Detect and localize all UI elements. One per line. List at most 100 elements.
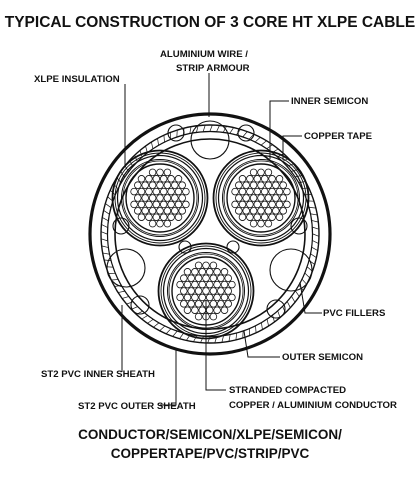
armour-wire [157, 138, 159, 146]
conductor-strand [275, 213, 284, 221]
conductor-strand [268, 187, 276, 196]
conductor-strand [224, 274, 232, 282]
conductor-strand [205, 280, 214, 289]
armour-wire [310, 213, 318, 216]
conductor-strand [217, 300, 225, 308]
conductor-strand [224, 287, 232, 295]
conductor-strand [260, 200, 269, 209]
armour-wire [221, 335, 224, 343]
conductor-strand [253, 213, 262, 221]
conductor-strand [148, 168, 157, 177]
conductor-strand [220, 280, 229, 289]
conductor-strand [159, 213, 168, 221]
conductor-strand [283, 187, 291, 196]
conductor-strand [148, 194, 157, 202]
armour-wire [179, 333, 184, 339]
conductor-strand [264, 207, 273, 215]
conductor-strand [246, 213, 254, 221]
conductor-strand [205, 293, 214, 302]
label-strip-armour: STRIP ARMOUR [176, 63, 250, 74]
label-inner-semicon: INNER SEMICON [291, 96, 368, 107]
conductor-strand [268, 200, 276, 209]
conductor-strand [209, 312, 218, 321]
conductor-strand [156, 207, 164, 215]
pvc-filler [226, 240, 240, 254]
conductor-strand [148, 181, 157, 189]
conductor-strand [198, 280, 207, 289]
conductor-strand [137, 213, 146, 221]
conductor-strand [137, 187, 146, 196]
armour-wire [151, 142, 154, 149]
conductor-strand [249, 207, 258, 215]
conductor-strand [174, 200, 183, 209]
leader-st2-outer-sheath [160, 350, 177, 406]
conductor-strand [187, 300, 195, 308]
conductor-strand [264, 181, 273, 189]
conductor-strand [141, 194, 149, 202]
conductor-strand [272, 207, 280, 215]
conductor-strand [178, 181, 186, 189]
pvc-filler [266, 299, 286, 319]
label-outer-semicon: OUTER SEMICON [282, 352, 363, 363]
leader-copper-tape [282, 135, 302, 160]
conductor-strand [134, 207, 142, 215]
leader-outer-semicon [243, 330, 280, 358]
conductor-strand [217, 274, 225, 282]
conductor-strand [264, 168, 273, 177]
armour-outer-edge [100, 124, 320, 344]
conductor-strand [163, 181, 172, 189]
pvc-filler [106, 248, 146, 288]
conductor-outline [125, 163, 195, 233]
armour-wire [235, 333, 238, 340]
conductor-strand [235, 181, 243, 189]
conductor-strand [257, 194, 265, 202]
armour-wire [101, 224, 108, 228]
conductor-strand [268, 213, 276, 221]
armour-wire [103, 210, 110, 215]
conductor-strand [187, 274, 195, 282]
armour-wire [104, 259, 111, 262]
conductor-strand [152, 187, 161, 196]
armour-wire [261, 322, 263, 330]
conductor-strand [198, 306, 207, 314]
pvc-filler [269, 248, 313, 292]
armour-wire [310, 253, 317, 258]
conductor-strand [228, 293, 236, 302]
conductor-strand [145, 187, 153, 196]
armour-wire [118, 290, 125, 293]
conductor-strand [209, 274, 218, 282]
conductor-strand [174, 187, 183, 196]
conductor-strand [152, 175, 161, 183]
conductor-strand [209, 300, 218, 308]
conductor-strand [242, 194, 250, 202]
armour-wire [153, 322, 159, 328]
conductor-strand [183, 268, 192, 276]
armour-wire [209, 125, 213, 132]
outer-semicon [217, 154, 305, 242]
conductor-strand [159, 200, 168, 209]
conductor-strand [249, 168, 258, 177]
conductor-strand [213, 293, 221, 302]
armour-wire [312, 233, 319, 237]
conductor-strand [163, 168, 172, 177]
conductor-strand [268, 175, 276, 183]
conductor-strand [213, 268, 221, 276]
pvc-filler [290, 217, 308, 235]
conductor-strand [194, 274, 203, 282]
armour-inner-edge [106, 130, 314, 338]
conductor-strand [205, 306, 214, 314]
conductor-strand [163, 207, 172, 215]
conductor-strand [145, 175, 153, 183]
conductor-strand [163, 194, 172, 202]
armour-wire [266, 319, 269, 326]
inner-semicon [122, 160, 198, 236]
conductor-strand [134, 181, 142, 189]
conductor-strand [213, 306, 221, 314]
conductor-strand [183, 306, 192, 314]
conductor-outline [226, 163, 296, 233]
armour-wire [255, 137, 261, 142]
armour-wire [242, 131, 248, 137]
conductor-strand [176, 280, 184, 289]
